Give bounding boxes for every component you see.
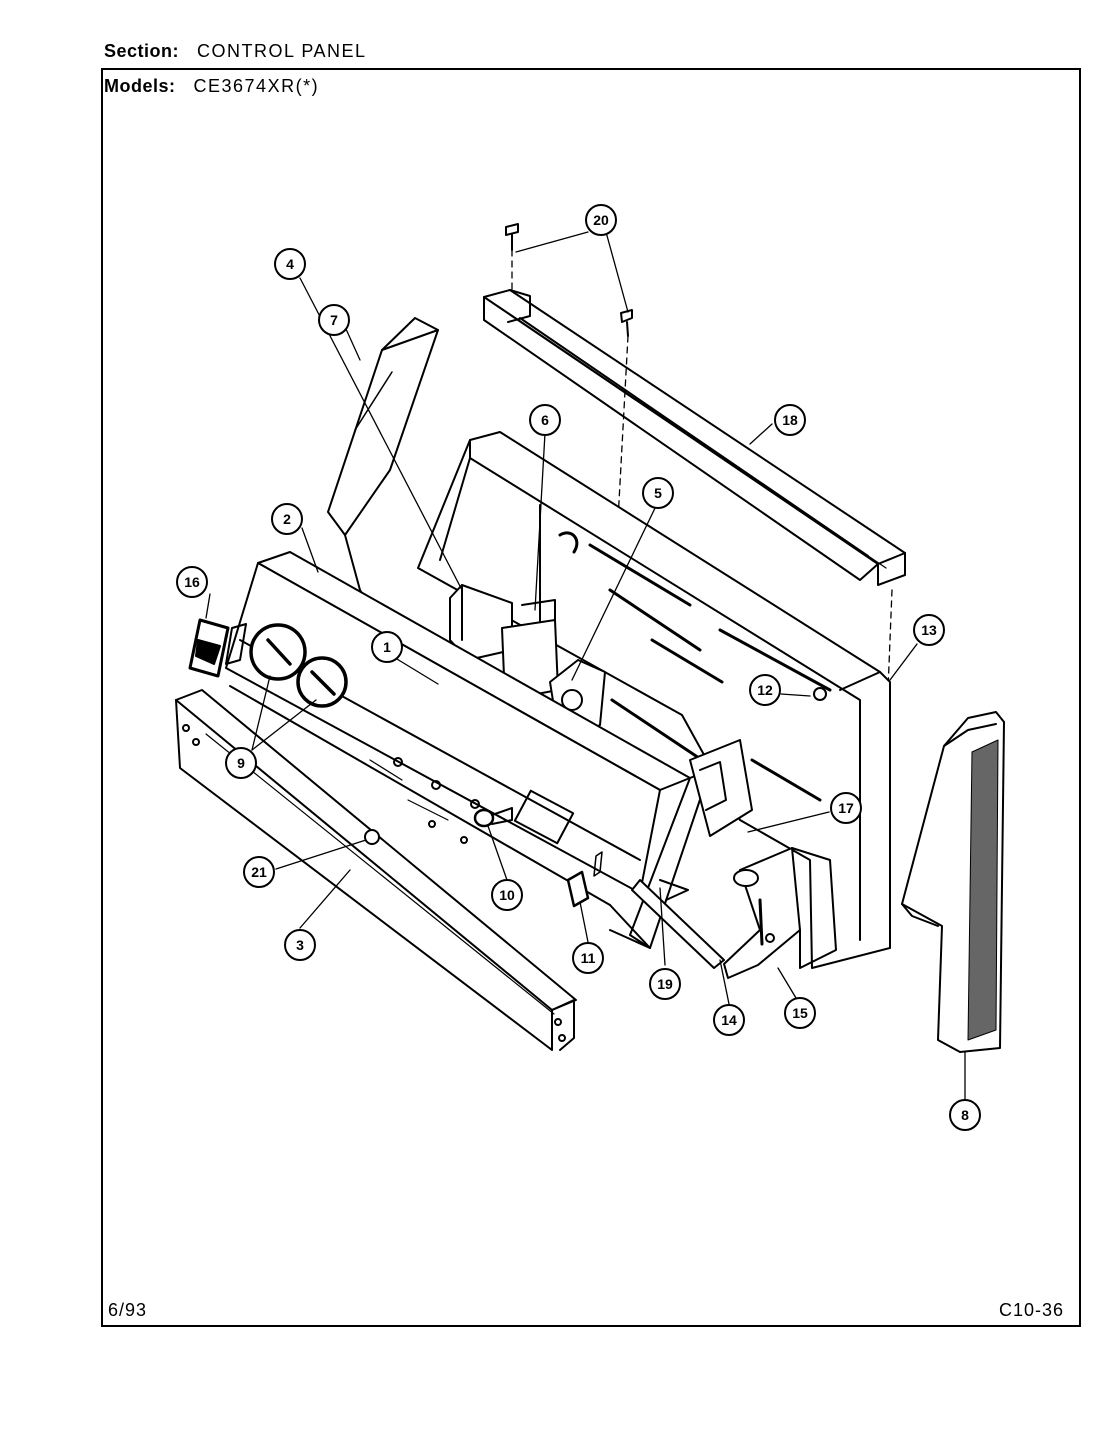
models-header: Models: CE3674XR(*) — [104, 76, 319, 97]
models-value: CE3674XR(*) — [193, 76, 320, 96]
part-indicator-light — [473, 807, 590, 908]
callout-18: 18 — [782, 412, 798, 428]
part-side-bracket — [723, 847, 837, 979]
footer-page-code: C10-36 — [998, 1300, 1064, 1320]
callout-3: 3 — [296, 937, 304, 953]
part-top-bracket — [483, 289, 906, 586]
callout-1: 1 — [383, 639, 391, 655]
models-label: Models: — [104, 76, 176, 96]
footer-date: 6/93 — [108, 1300, 148, 1320]
callout-13: 13 — [921, 622, 937, 638]
part-control-panel — [225, 551, 711, 949]
callout-15: 15 — [792, 1005, 808, 1021]
callout-9: 9 — [237, 755, 245, 771]
section-value: CONTROL PANEL — [197, 41, 367, 61]
callout-circles — [176, 204, 981, 1131]
part-screws — [505, 223, 893, 691]
callout-7: 7 — [330, 312, 338, 328]
section-label: Section: — [104, 41, 180, 61]
callout-12: 12 — [757, 682, 773, 698]
callout-8: 8 — [961, 1107, 969, 1123]
callout-17: 17 — [838, 800, 854, 816]
part-end-cap — [901, 711, 1005, 1053]
part-knobs — [249, 623, 348, 708]
callout-11: 11 — [581, 950, 596, 966]
callout-2: 2 — [283, 511, 291, 527]
callout-20: 20 — [593, 212, 609, 228]
part-lower-trim — [175, 689, 577, 1051]
callout-10: 10 — [499, 887, 515, 903]
part-end-strip — [631, 739, 753, 969]
diagram-frame — [101, 68, 1081, 1327]
callout-21: 21 — [251, 864, 267, 880]
callout-14: 14 — [721, 1012, 737, 1028]
callout-5: 5 — [654, 485, 662, 501]
callout-4: 4 — [286, 256, 294, 272]
part-side-trim-left — [327, 317, 439, 599]
callout-16: 16 — [184, 574, 200, 590]
part-rocker-switch — [188, 618, 230, 678]
section-header: Section: CONTROL PANEL — [104, 41, 367, 62]
callout-19: 19 — [657, 976, 673, 992]
callout-6: 6 — [541, 412, 549, 428]
